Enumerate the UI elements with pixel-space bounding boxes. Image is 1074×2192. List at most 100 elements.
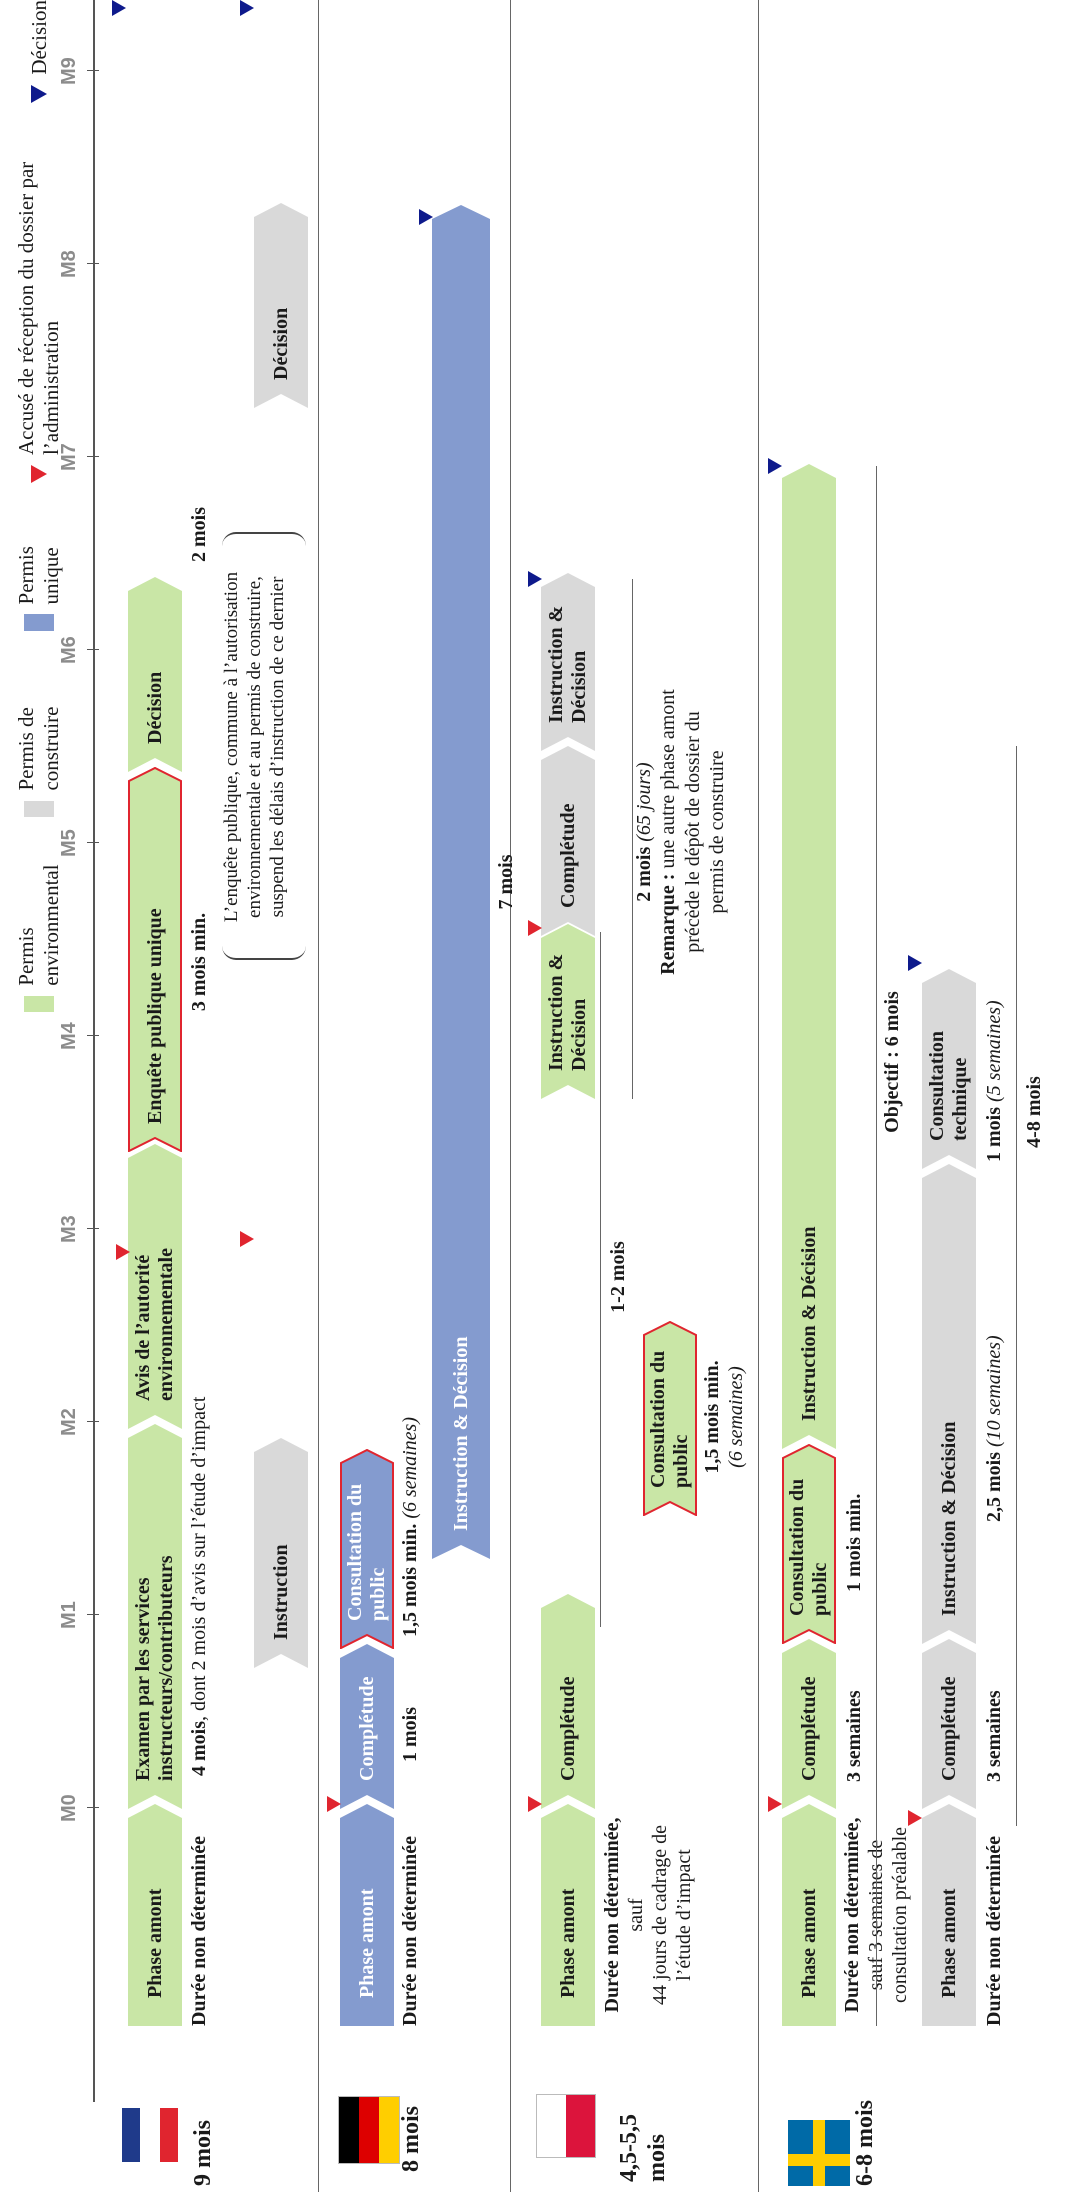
sweden-construire-decision-icon bbox=[908, 955, 922, 971]
month-tick-m4 bbox=[87, 1035, 99, 1036]
france-examen: Examen par les services instructeurs/con… bbox=[128, 1424, 182, 1809]
month-tick-m0 bbox=[87, 1807, 99, 1808]
sweden-completude-label: Complétude bbox=[797, 1676, 820, 1781]
germany-decision-icon bbox=[419, 209, 433, 225]
poland-decision-icon bbox=[528, 571, 542, 587]
france-construire-decision-icon bbox=[240, 0, 254, 16]
legend-label-construction: Permis de construire bbox=[14, 706, 63, 791]
poland-remark-text-1: une autre phase amont bbox=[657, 689, 680, 874]
france-phase-amont: Phase amont bbox=[128, 1804, 182, 2026]
month-label-m8: M8 bbox=[58, 250, 80, 278]
separator-france-germany bbox=[318, 0, 319, 2192]
month-tick-m9 bbox=[87, 70, 99, 71]
germany-phase-amont-duration: Durée non déterminée bbox=[399, 1836, 421, 2026]
flag-germany bbox=[338, 2096, 400, 2164]
germany-completude-label: Complétude bbox=[355, 1676, 378, 1781]
sweden-construire-consultation-label: Consultation technique bbox=[926, 1031, 972, 1141]
sweden-phase-amont-label: Phase amont bbox=[797, 1888, 820, 1998]
month-tick-m1 bbox=[87, 1614, 99, 1615]
sweden-consultation-duration: 1 mois min. bbox=[843, 1493, 865, 1592]
sweden-construire-consultation-duration-rest: (5 semaines) bbox=[983, 1000, 1005, 1102]
france-examen-label: Examen par les services instructeurs/con… bbox=[132, 1555, 178, 1781]
month-tick-m2 bbox=[87, 1421, 99, 1422]
sweden-construire-consultation-line-2: technique bbox=[949, 1057, 971, 1141]
month-label-m7: M7 bbox=[58, 443, 80, 471]
france-examen-duration-rest: , dont 2 mois d’avis sur l’étude d’impac… bbox=[188, 1396, 210, 1721]
germany-phase-amont-label: Phase amont bbox=[355, 1888, 378, 1998]
sweden-receipt-icon bbox=[768, 1796, 782, 1812]
france-note-line-1: L’enquête publique, commune à l’autorisa… bbox=[221, 571, 242, 923]
poland-phase-amont-duration: Durée non déterminée, sauf 44 jours de c… bbox=[600, 1804, 696, 2026]
poland-total-line-2: mois bbox=[643, 2134, 670, 2182]
france-note: L’enquête publique, commune à l’autorisa… bbox=[220, 542, 290, 952]
germany-phase-amont: Phase amont bbox=[340, 1804, 394, 2026]
france-construire-decision: Décision bbox=[254, 203, 308, 408]
month-tick-m6 bbox=[87, 649, 99, 650]
poland-span-duration: 1-2 mois bbox=[607, 1241, 629, 1313]
sweden-construire-instruction-duration-bold: 2,5 mois bbox=[983, 1452, 1005, 1522]
france-note-line-3: suspend les délais d’instruction de ce d… bbox=[267, 576, 289, 918]
poland-completude: Complétude bbox=[541, 1594, 595, 1809]
sweden-construire-span-line bbox=[1016, 746, 1017, 1826]
france-decision-duration: 2 mois bbox=[188, 507, 210, 562]
legend-swatch-unique bbox=[24, 614, 54, 631]
poland-phase-amont-label: Phase amont bbox=[556, 1888, 579, 1998]
poland-construire-instruction-line-2: Décision bbox=[568, 650, 590, 723]
sweden-total: 6-8 mois bbox=[852, 2100, 878, 2186]
germany-instruction-label: Instruction & Décision bbox=[449, 1336, 472, 1531]
poland-phase-amont-dur-2: sauf bbox=[625, 1898, 647, 1932]
france-avis: Avis de l’autorité environnementale bbox=[128, 1144, 182, 1429]
france-decision-label: Décision bbox=[143, 671, 166, 744]
sweden-instruction-label: Instruction & Décision bbox=[797, 1226, 820, 1421]
germany-consultation-outline bbox=[340, 1449, 394, 1649]
france-total: 9 mois bbox=[190, 2120, 216, 2186]
separator-poland-sweden bbox=[758, 0, 759, 2192]
sweden-phase-amont-dur-3: consultation préalable bbox=[889, 1826, 911, 2004]
month-tick-m7 bbox=[87, 456, 99, 457]
poland-construire-duration: 2 mois (65 jours) bbox=[632, 622, 656, 1042]
sweden-construire-completude: Complétude bbox=[922, 1639, 976, 1809]
poland-remark-bold: Remarque : bbox=[657, 873, 680, 975]
legend-label-environmental: Permis environmental bbox=[14, 864, 63, 986]
flag-sweden bbox=[788, 2120, 850, 2186]
france-phase-amont-duration: Durée non déterminée bbox=[188, 1836, 210, 2026]
poland-phase-amont-dur-1: Durée non déterminée, bbox=[601, 1817, 623, 2013]
france-note-line-2: environnementale et au permis de constru… bbox=[244, 576, 266, 918]
poland-total: 4,5-5,5 mois bbox=[616, 2114, 671, 2182]
sweden-construire-phase-amont: Phase amont bbox=[922, 1804, 976, 2026]
germany-total: 8 mois bbox=[398, 2106, 424, 2172]
france-avis-label: Avis de l’autorité environnementale bbox=[132, 1248, 178, 1401]
separator-germany-poland bbox=[510, 0, 511, 2192]
poland-instruction: Instruction & Décision bbox=[541, 924, 595, 1099]
month-tick-m8 bbox=[87, 263, 99, 264]
france-examen-duration: 4 mois, dont 2 mois d’avis sur l’étude d… bbox=[187, 1397, 211, 1776]
poland-consultation-duration-bold: 1,5 mois min. bbox=[701, 1360, 723, 1474]
france-enquete-duration: 3 mois min. bbox=[188, 912, 210, 1012]
germany-instruction: Instruction & Décision bbox=[432, 205, 490, 1559]
france-construire-instruction: Instruction bbox=[254, 1438, 308, 1668]
germany-consultation-duration: 1,5 mois min. (6 semaines) bbox=[398, 1417, 422, 1637]
poland-total-line-1: 4,5-5,5 bbox=[616, 2114, 642, 2182]
month-label-m5: M5 bbox=[58, 829, 80, 857]
sweden-phase-amont: Phase amont bbox=[782, 1804, 836, 2026]
france-construire-decision-label: Décision bbox=[269, 307, 292, 380]
sweden-env-span-line bbox=[876, 466, 877, 2026]
sweden-decision-icon bbox=[768, 458, 782, 474]
legend-label-receipt: Accusé de réception du dossier par l’adm… bbox=[14, 161, 63, 456]
sweden-construire-instruction-duration-rest: (10 semaines) bbox=[983, 1335, 1005, 1447]
sweden-construire-consultation: Consultation technique bbox=[922, 969, 976, 1169]
poland-construire-note: 2 mois (65 jours) Remarque : une autre p… bbox=[632, 622, 730, 1042]
legend-swatch-environmental bbox=[24, 995, 54, 1012]
poland-phase-amont-dur-4: l’étude d’impact bbox=[673, 1849, 695, 1981]
sweden-phase-amont-dur-1: Durée non déterminée, bbox=[841, 1817, 863, 2013]
month-tick-m3 bbox=[87, 1228, 99, 1229]
poland-instruction-label: Instruction & Décision bbox=[545, 954, 591, 1071]
germany-instruction-duration: 7 mois bbox=[495, 854, 517, 910]
sweden-construire-consultation-duration-bold: 1 mois bbox=[983, 1107, 1005, 1162]
poland-construire-instruction-line-1: Instruction & bbox=[545, 605, 567, 723]
poland-remark-line-1: Remarque : une autre phase amont bbox=[656, 622, 680, 1042]
poland-consultation-outline bbox=[643, 1321, 697, 1516]
legend-label-unique: Permis unique bbox=[14, 546, 63, 605]
sweden-completude: Complétude bbox=[782, 1639, 836, 1809]
